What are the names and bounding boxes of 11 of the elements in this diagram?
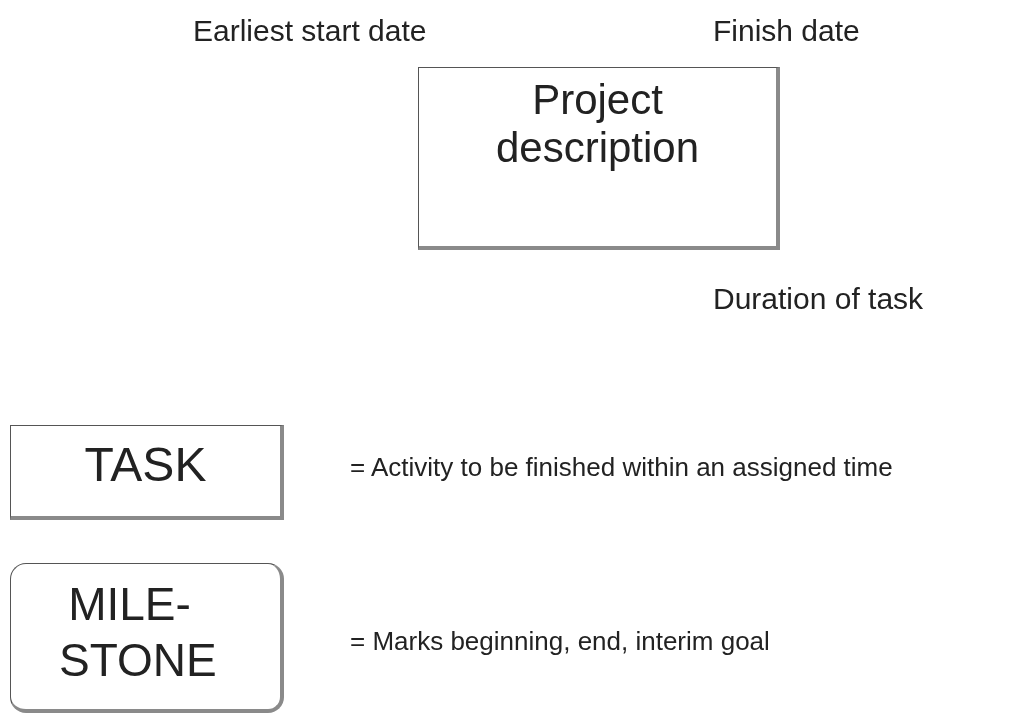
node-text: TASK (83, 437, 208, 492)
node-text: MILE- STONE (58, 577, 218, 688)
annotation-text: Duration of task (713, 281, 924, 317)
annotation-text: Finish date (713, 13, 860, 49)
annotation-text: = Marks beginning, end, interim goal (350, 625, 770, 658)
node-text: Project description (494, 75, 701, 172)
project-box (418, 67, 780, 250)
annotation-text: Earliest start date (193, 13, 427, 49)
milestone-box (10, 563, 284, 713)
annotation-text: = Activity to be finished within an assigned time (350, 451, 893, 484)
task-box (10, 425, 284, 520)
